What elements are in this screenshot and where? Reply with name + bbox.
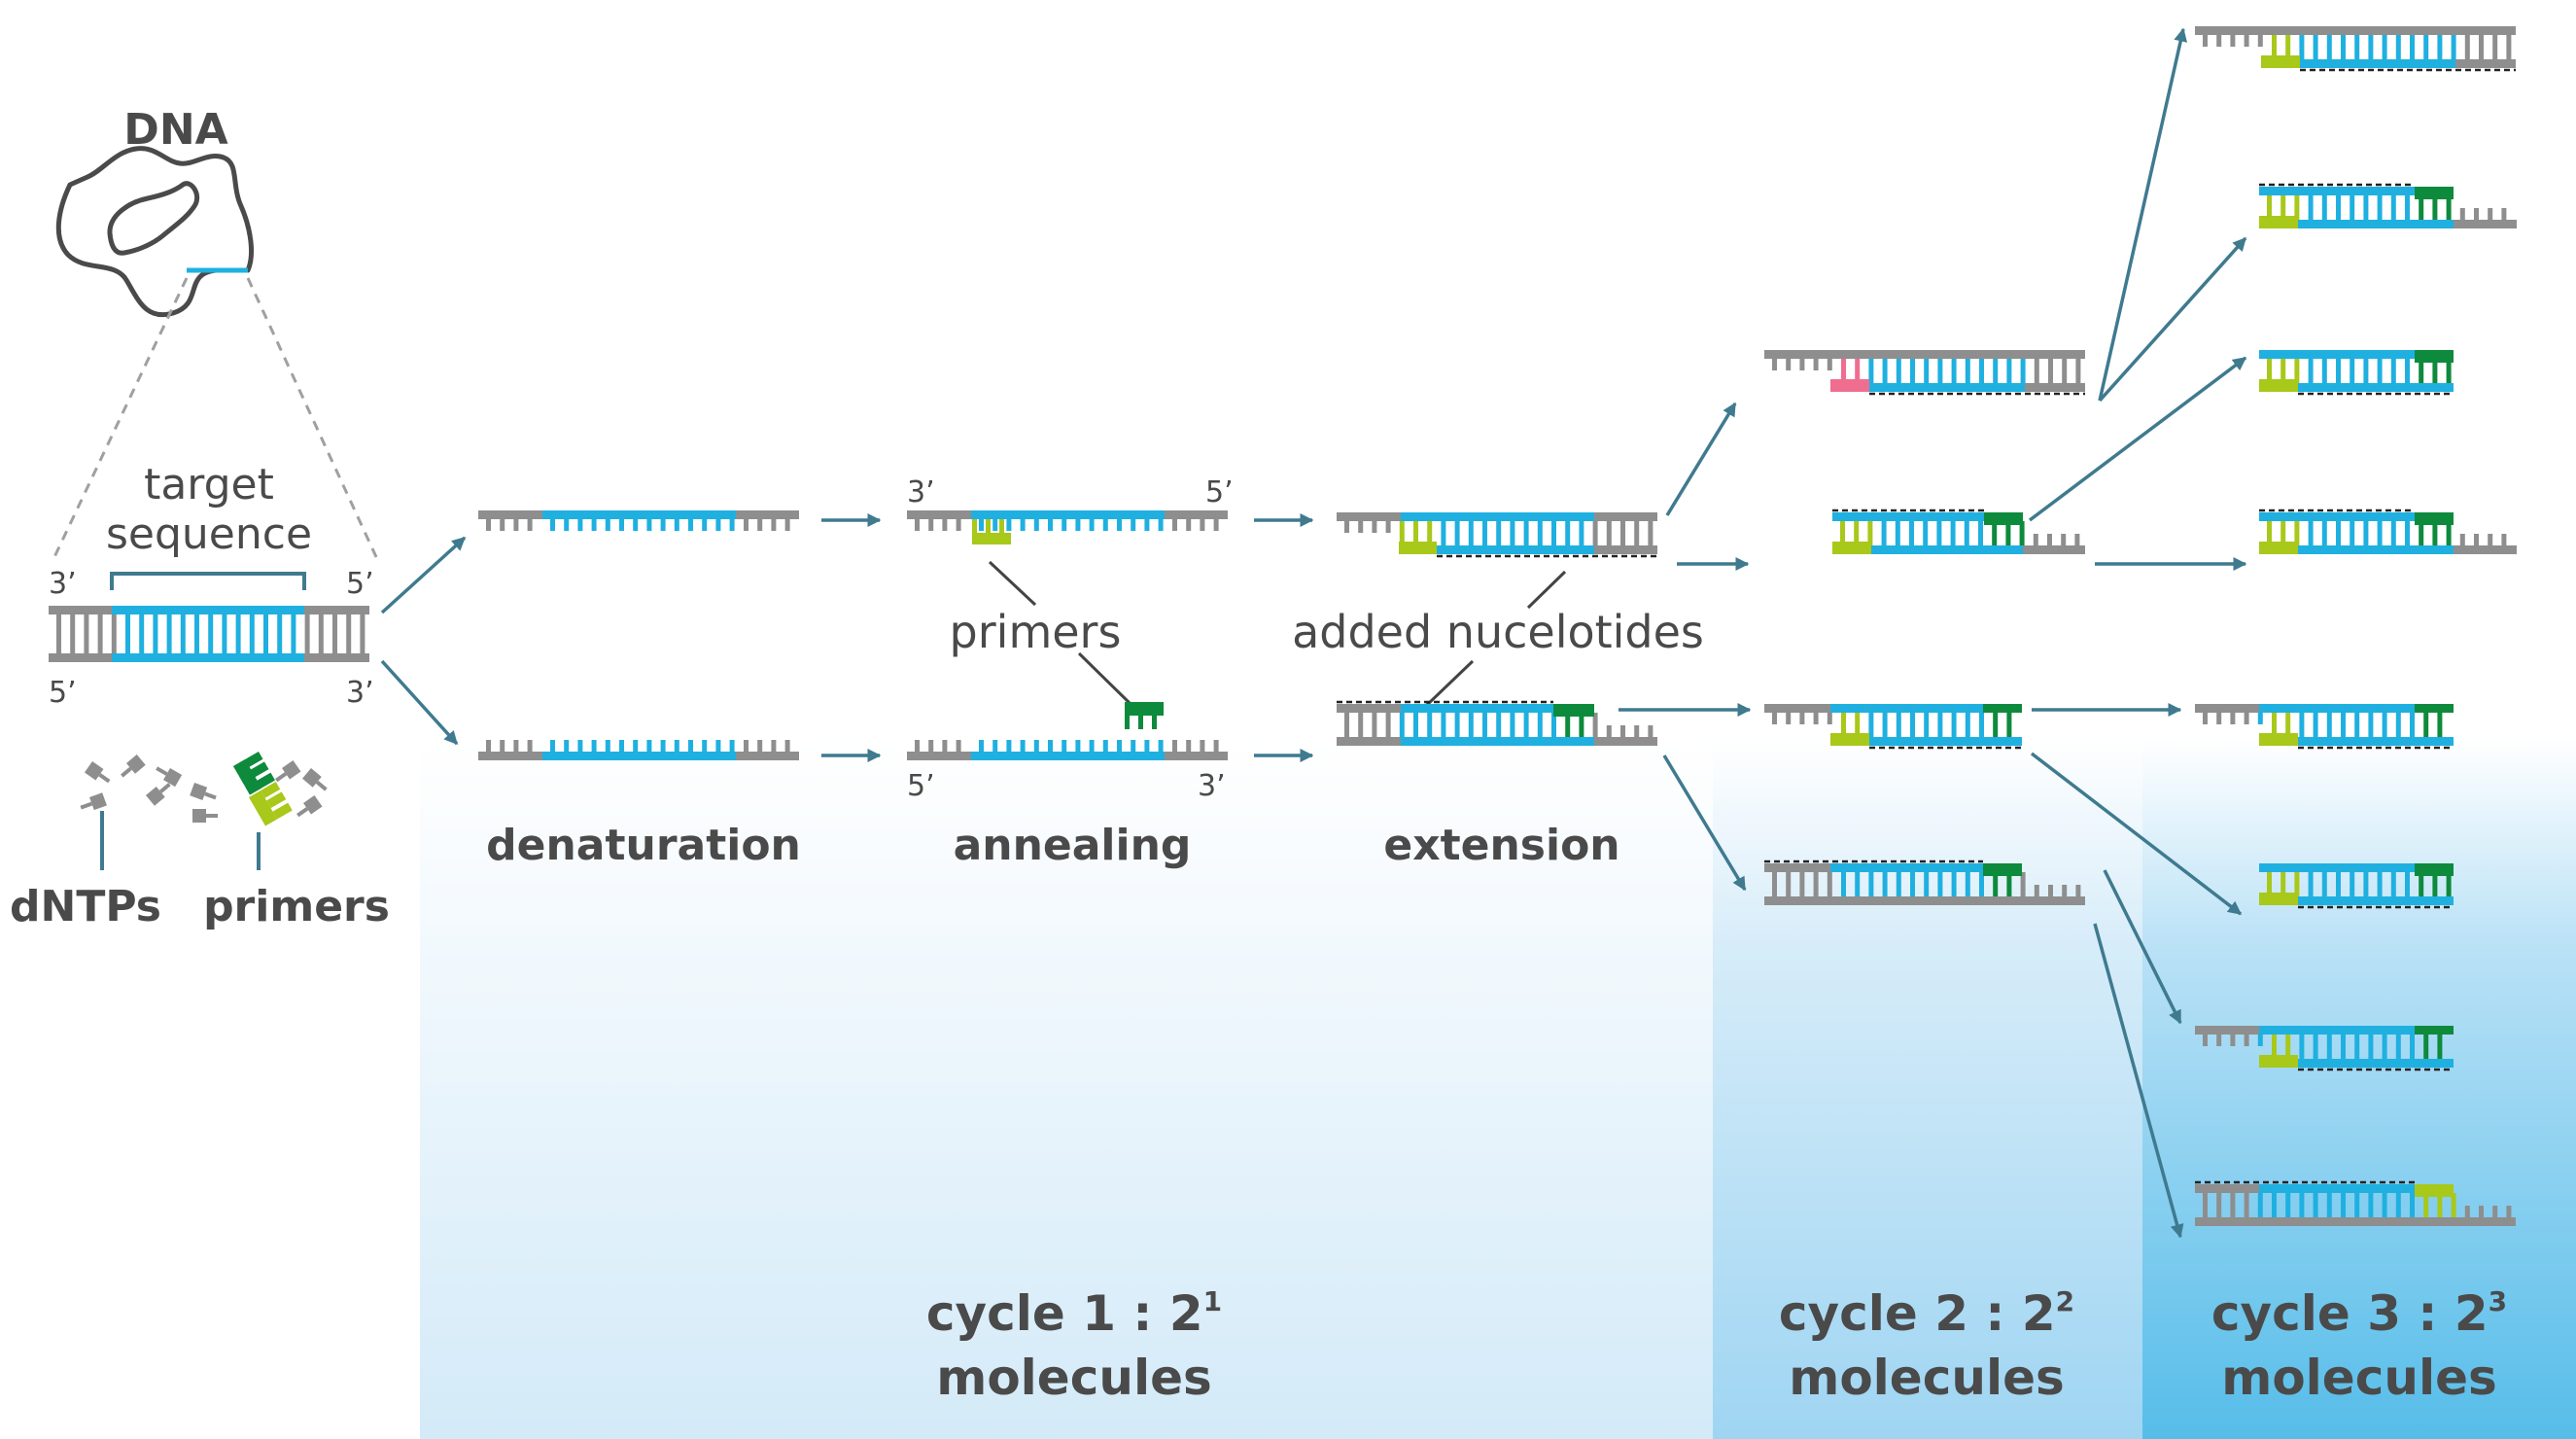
denaturation-top-strand xyxy=(478,510,799,531)
cycle2-title: cycle 2 : 22 xyxy=(1779,1285,2074,1342)
process-arrow-7 xyxy=(1665,402,1737,516)
initial-dna-double-strand xyxy=(49,606,369,662)
cycle2-duplex-4 xyxy=(1764,860,2085,905)
cycle3-duplex-1 xyxy=(2195,26,2516,72)
process-arrow-1 xyxy=(380,536,467,614)
annealing-5prime-top: 5’ xyxy=(1205,475,1234,509)
cycle2-background xyxy=(1713,739,2142,1439)
added-nucleotides-line-2 xyxy=(1425,659,1475,707)
cycle1-background xyxy=(420,739,1713,1439)
denaturation-bottom-strand xyxy=(478,740,799,760)
initial-3prime-bottom: 3’ xyxy=(346,676,374,710)
initial-5prime-top: 5’ xyxy=(346,567,374,601)
cycle3-background xyxy=(2142,739,2576,1439)
process-arrow-11 xyxy=(2098,27,2188,402)
extension-bottom-duplex xyxy=(1337,700,1657,746)
cycle2-duplex-1 xyxy=(1764,350,2085,396)
added-nucleotides-label: added nucelotides xyxy=(1292,606,1704,658)
primers-callout-label: primers xyxy=(950,606,1122,658)
step-extension: extension xyxy=(1383,821,1619,870)
target-label-line2: sequence xyxy=(106,509,312,559)
process-arrow-10 xyxy=(1662,755,1747,892)
process-arrow-17 xyxy=(2103,869,2182,1025)
primer-light-green-icon xyxy=(248,782,293,826)
primer-dark-green-icon xyxy=(233,752,275,795)
target-bracket xyxy=(110,572,306,590)
cycle2-duplex-2 xyxy=(1832,509,2085,554)
dna-blob-icon xyxy=(55,146,255,318)
primer-callout-line-1 xyxy=(988,560,1037,607)
cycle2-molecules: molecules xyxy=(1789,1350,2065,1406)
cycle3-duplex-2 xyxy=(2259,183,2517,228)
process-arrow-12 xyxy=(2098,236,2247,403)
cycle3-duplex-4 xyxy=(2259,509,2517,554)
strand-layer xyxy=(478,26,2517,1226)
annealing-primer-dark xyxy=(1125,702,1164,729)
dntps-label: dNTPs xyxy=(10,882,161,931)
primer-callout-line-2 xyxy=(1077,651,1131,705)
process-arrow-2 xyxy=(380,659,459,746)
primers-legend-label: primers xyxy=(203,882,390,931)
cycle3-duplex-6 xyxy=(2259,863,2454,909)
dna-label: DNA xyxy=(123,105,227,155)
process-arrow-18 xyxy=(2093,923,2184,1239)
cycle3-duplex-5 xyxy=(2195,704,2454,750)
annealing-top-strand xyxy=(907,510,1228,531)
cycle3-duplex-8 xyxy=(2195,1180,2516,1226)
cycle1-molecules: molecules xyxy=(936,1350,1212,1406)
extension-top-duplex xyxy=(1337,512,1657,558)
process-arrow-16 xyxy=(2030,752,2243,916)
cycle2-duplex-3 xyxy=(1764,704,2022,750)
cycle3-duplex-3 xyxy=(2259,350,2454,396)
target-label-line1: target xyxy=(144,460,274,509)
annealing-bottom-strand xyxy=(907,740,1228,760)
cycle3-duplex-7 xyxy=(2195,1026,2454,1071)
step-denaturation: denaturation xyxy=(486,821,801,870)
annealing-3prime-bottom: 3’ xyxy=(1198,769,1226,803)
annealing-primer-light xyxy=(972,519,1011,544)
added-nucleotides-line-1 xyxy=(1526,570,1567,610)
step-annealing: annealing xyxy=(954,821,1192,870)
cycle1-title: cycle 1 : 21 xyxy=(926,1285,1222,1342)
dntp-icons xyxy=(80,755,328,823)
process-arrow-13 xyxy=(2028,356,2247,522)
initial-3prime-top: 3’ xyxy=(49,567,77,601)
annealing-5prime-bottom: 5’ xyxy=(907,769,935,803)
initial-5prime-bottom: 5’ xyxy=(49,676,77,710)
arrow-layer xyxy=(380,27,2247,1239)
annealing-3prime-top: 3’ xyxy=(907,475,935,509)
cycle3-molecules: molecules xyxy=(2221,1350,2497,1406)
cycle3-title: cycle 3 : 23 xyxy=(2211,1285,2507,1342)
